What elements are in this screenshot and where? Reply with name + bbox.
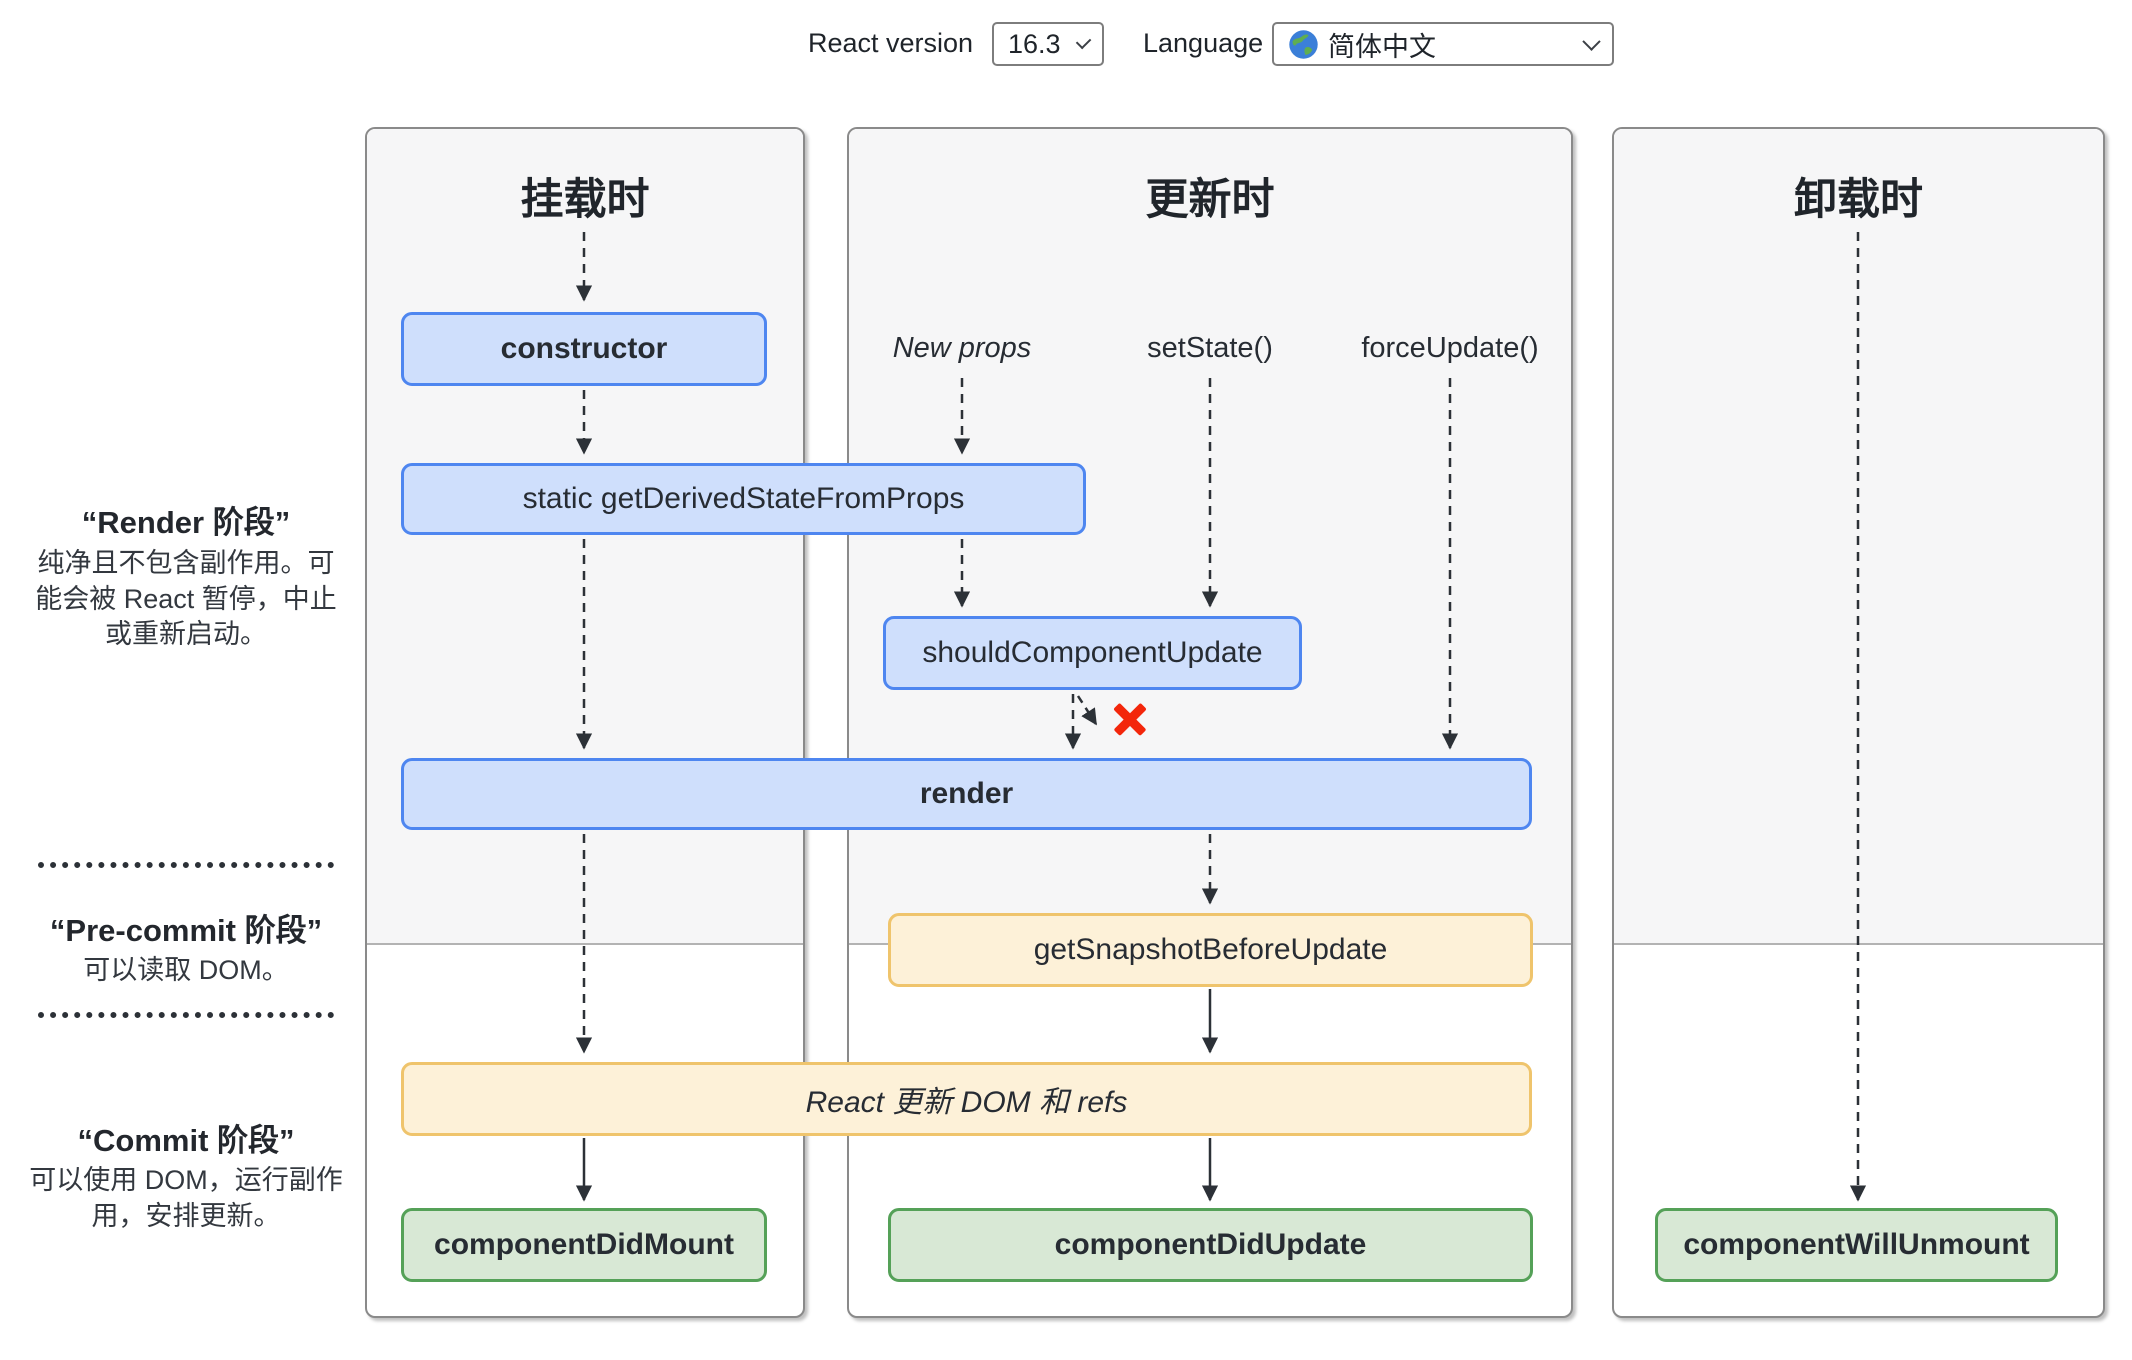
language-value: 简体中文: [1328, 31, 1436, 62]
globe-icon: [1289, 29, 1318, 59]
react-version-value: 16.3: [1008, 28, 1061, 59]
node-should-component-update[interactable]: shouldComponentUpdate: [883, 616, 1302, 690]
node-get-snapshot-before-update[interactable]: getSnapshotBeforeUpdate: [888, 913, 1533, 987]
blocked-x-icon: [1112, 701, 1148, 737]
node-component-did-mount[interactable]: componentDidMount: [401, 1208, 767, 1282]
precommit-phase-title: “Pre-commit 阶段”: [49, 913, 323, 948]
updating-column-title: 更新时: [1145, 176, 1275, 224]
node-render[interactable]: render: [401, 758, 1532, 830]
commit-phase-description: 可以使用 DOM，运行副作用，安排更新。: [29, 1165, 343, 1231]
react-version-select[interactable]: 16.3: [992, 22, 1104, 66]
commit-phase-title: “Commit 阶段”: [77, 1123, 295, 1158]
node-react-updates-dom: React 更新 DOM 和 refs: [401, 1062, 1532, 1136]
set-state-label[interactable]: setState(): [1147, 332, 1273, 364]
phase-separator: [38, 1012, 334, 1018]
force-update-label[interactable]: forceUpdate(): [1361, 332, 1539, 364]
language-label: Language: [1143, 28, 1264, 58]
phase-separator: [38, 862, 334, 868]
node-component-will-unmount[interactable]: componentWillUnmount: [1655, 1208, 2058, 1282]
new-props-label: New props: [892, 332, 1032, 364]
language-select[interactable]: 简体中文: [1272, 22, 1614, 66]
render-phase-description: 纯净且不包含副作用。可能会被 React 暂停，中止或重新启动。: [35, 548, 337, 650]
unmounting-column-title: 卸载时: [1794, 176, 1923, 224]
mounting-column-title: 挂载时: [520, 176, 650, 224]
node-get-derived-state-from-props[interactable]: static getDerivedStateFromProps: [401, 463, 1086, 535]
node-component-did-update[interactable]: componentDidUpdate: [888, 1208, 1533, 1282]
node-constructor[interactable]: constructor: [401, 312, 767, 386]
react-version-label: React version: [808, 28, 974, 58]
render-phase-title: “Render 阶段”: [81, 505, 291, 540]
precommit-phase-description: 可以读取 DOM。: [83, 955, 289, 985]
arrow-scu-blocked: [1076, 695, 1098, 726]
